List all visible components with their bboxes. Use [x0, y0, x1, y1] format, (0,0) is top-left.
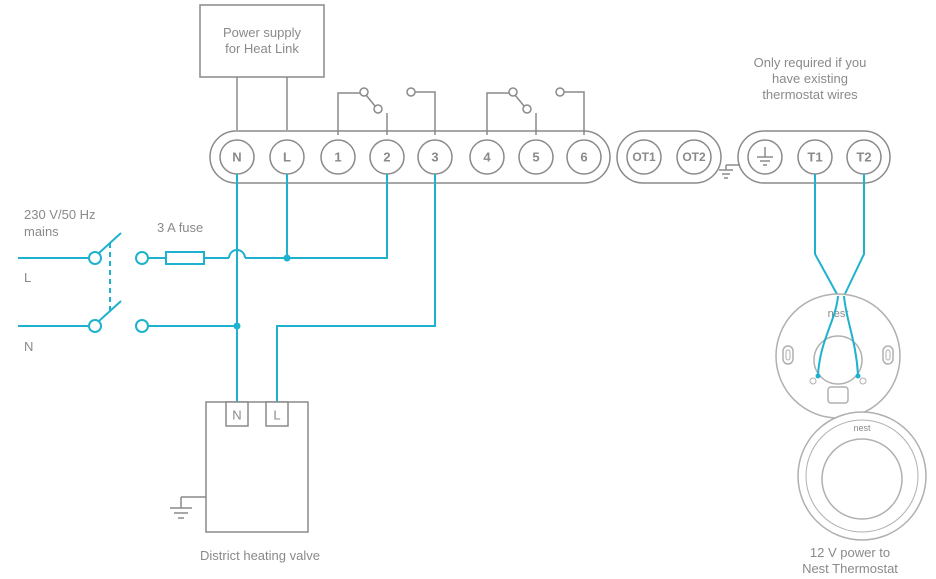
line-n-label: N — [24, 339, 34, 354]
power-supply-label: Power supply for Heat Link — [222, 25, 302, 56]
terminal-label-l: L — [283, 150, 291, 165]
terminal-label-2: 2 — [383, 150, 390, 165]
relay-1-switch — [337, 87, 436, 135]
junction-l — [283, 254, 291, 262]
valve-label: District heating valve — [200, 548, 320, 563]
valve-terminal-n — [225, 401, 249, 427]
valve-terminal-label-n: N — [232, 408, 241, 423]
nest-wire-dot-2 — [855, 373, 861, 379]
valve-terminal-l — [265, 401, 289, 427]
mains-label: 230 V/50 Hz mains — [24, 207, 96, 239]
nest-base-wires — [817, 295, 859, 376]
earth-terminal-icon — [757, 147, 773, 166]
chassis-ground-icon — [719, 164, 740, 179]
terminal-ot1 — [626, 139, 662, 175]
only-required-note: Only required if you have existing therm… — [753, 55, 867, 102]
terminal-5 — [518, 139, 554, 175]
terminal-label-ot2: OT2 — [682, 150, 706, 164]
terminal-label-t1: T1 — [807, 150, 822, 165]
fuse-icon — [165, 251, 205, 265]
junction-n — [233, 322, 241, 330]
heat-link-terminals: N L 1 2 3 4 5 6 — [219, 139, 602, 175]
power-supply-box — [199, 4, 325, 78]
terminal-ot2 — [676, 139, 712, 175]
terminal-4 — [469, 139, 505, 175]
terminal-label-6: 6 — [580, 150, 587, 165]
terminal-1 — [320, 139, 356, 175]
line-l-label: L — [24, 270, 32, 285]
terminal-label-1: 1 — [334, 150, 341, 165]
terminal-label-ot1: OT1 — [632, 150, 656, 164]
thermostat-power-label: 12 V power to Nest Thermostat — [802, 545, 898, 576]
mains-isolator-switch — [88, 232, 149, 333]
terminal-label-n: N — [232, 150, 241, 165]
terminal-earth — [747, 139, 783, 175]
fuse-label: 3 A fuse — [157, 220, 204, 235]
district-heating-valve-box — [205, 401, 309, 533]
wires — [18, 174, 865, 402]
opentherm-terminal-strip — [616, 130, 722, 184]
nest-thermostat-base: nest — [775, 293, 901, 419]
relay-2-switch — [486, 87, 585, 135]
terminal-label-3: 3 — [431, 150, 438, 165]
valve-ground-icon — [170, 496, 206, 519]
terminal-label-5: 5 — [532, 150, 539, 165]
terminal-6 — [566, 139, 602, 175]
valve-terminal-label-l: L — [273, 408, 280, 423]
nest-display-logo: nest — [853, 423, 871, 433]
nest-wire-dot-1 — [815, 373, 821, 379]
terminal-label-t2: T2 — [856, 150, 871, 165]
terminal-label-4: 4 — [483, 150, 491, 165]
nest-thermostat-display: nest — [797, 411, 927, 541]
heat-link-terminal-strip — [209, 130, 611, 184]
